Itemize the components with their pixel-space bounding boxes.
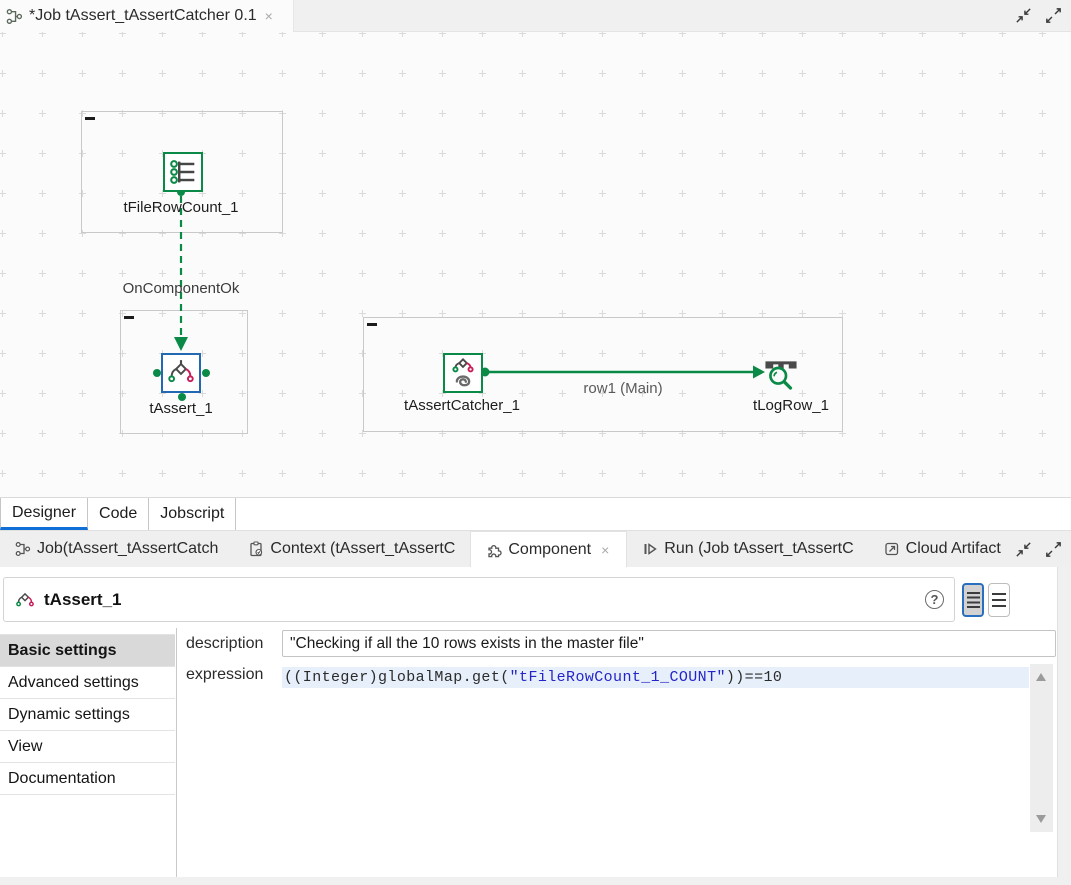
dense-lines-icon <box>966 592 980 608</box>
collapse-handle[interactable] <box>85 117 95 120</box>
tassertcatcher-icon <box>452 357 474 387</box>
component-panel-header: tAssert_1 ? <box>3 577 955 622</box>
editor-tab-job[interactable]: *Job tAssert_tAssertCatcher 0.1 × <box>0 0 294 32</box>
description-input[interactable] <box>282 630 1056 657</box>
tassert-icon <box>168 360 194 383</box>
settings-sections: Basic settings Advanced settings Dynamic… <box>0 634 175 795</box>
component-icon <box>488 544 502 557</box>
expression-scrollbar[interactable] <box>1030 664 1053 832</box>
panel-window-controls <box>1013 539 1063 559</box>
restore-icon[interactable] <box>1013 539 1033 559</box>
collapse-handle[interactable] <box>124 316 134 319</box>
tab-jobscript[interactable]: Jobscript <box>149 498 237 530</box>
node-tassert[interactable] <box>161 353 201 393</box>
code-string-literal: "tFileRowCount_1_COUNT" <box>509 669 726 686</box>
expression-editor[interactable]: ((Integer)globalMap.get("tFileRowCount_1… <box>282 662 1029 833</box>
node-tassertcatcher[interactable] <box>443 353 483 393</box>
section-documentation[interactable]: Documentation <box>0 763 175 795</box>
run-icon <box>644 543 657 555</box>
tab-job-view[interactable]: Job(tAssert_tAssertCatch <box>0 531 233 567</box>
maximize-icon[interactable] <box>1043 539 1063 559</box>
selection-rect-tassert <box>120 310 248 434</box>
layout-toggle-horizontal[interactable] <box>962 583 984 617</box>
panel-tabbar: Job(tAssert_tAssertCatch Context (tAsser… <box>0 531 1071 567</box>
connection-label-row1[interactable]: row1 (Main) <box>583 380 663 397</box>
tab-label: Designer <box>12 503 77 521</box>
tab-context-view[interactable]: Context (tAssert_tAssertC <box>233 531 470 567</box>
tab-code[interactable]: Code <box>88 498 150 530</box>
section-basic-settings[interactable]: Basic settings <box>0 635 175 667</box>
collapse-handle[interactable] <box>367 323 377 326</box>
close-icon[interactable]: × <box>264 8 273 24</box>
editor-tab-title: *Job tAssert_tAssertCatcher 0.1 <box>29 7 257 24</box>
tab-component-view[interactable]: Component × <box>470 531 628 567</box>
tfilerowcount-icon <box>170 160 195 184</box>
job-icon <box>15 541 31 557</box>
restore-icon[interactable] <box>1013 5 1033 25</box>
view-tabbar: Designer Code Jobscript <box>0 497 1071 531</box>
close-icon[interactable]: × <box>601 541 610 558</box>
code-suffix: ))==10 <box>725 669 783 686</box>
node-label[interactable]: tLogRow_1 <box>753 397 829 414</box>
node-label[interactable]: tAssert_1 <box>149 400 213 417</box>
scroll-down-icon[interactable] <box>1036 815 1046 823</box>
tab-designer[interactable]: Designer <box>0 498 89 530</box>
cloud-icon <box>885 542 898 556</box>
scroll-up-icon[interactable] <box>1036 673 1046 681</box>
component-properties-panel: tAssert_1 ? Basic settings Advanced sett… <box>0 567 1058 877</box>
connection-label-oncomponentok[interactable]: OnComponentOk <box>122 280 240 297</box>
canvas-grid <box>0 32 1071 497</box>
job-design-canvas[interactable]: tFileRowCount_1 OnComponentOk tAssert_1 … <box>0 32 1071 497</box>
code-prefix: ((Integer)globalMap.get( <box>284 669 510 686</box>
node-label[interactable]: tAssertCatcher_1 <box>404 397 520 414</box>
tab-label: Cloud Artifact <box>905 540 1001 557</box>
editor-window-controls <box>1013 5 1063 25</box>
section-dynamic-settings[interactable]: Dynamic settings <box>0 699 175 731</box>
node-label[interactable]: tFileRowCount_1 <box>123 199 239 216</box>
maximize-icon[interactable] <box>1043 5 1063 25</box>
node-tfilerowcount[interactable] <box>163 152 203 192</box>
tab-label: Context (tAssert_tAssertC <box>270 540 456 557</box>
tlogrow-icon <box>765 361 797 390</box>
tab-label: Component <box>508 540 592 558</box>
expression-current-line: ((Integer)globalMap.get("tFileRowCount_1… <box>282 667 1029 688</box>
tassert-icon <box>16 592 34 606</box>
job-icon <box>6 8 23 24</box>
section-view[interactable]: View <box>0 731 175 763</box>
help-icon[interactable]: ? <box>925 590 944 609</box>
description-label: description <box>186 635 264 652</box>
context-icon <box>250 541 263 557</box>
sidebar-divider[interactable] <box>176 628 177 877</box>
selection-rect-subjob <box>363 317 843 432</box>
expression-label: expression <box>186 666 264 683</box>
tab-label: Job(tAssert_tAssertCatch <box>37 540 219 557</box>
editor-tabbar: *Job tAssert_tAssertCatcher 0.1 × <box>0 0 1071 32</box>
tab-label: Run (Job tAssert_tAssertC <box>664 540 854 557</box>
tab-label: Jobscript <box>160 505 225 522</box>
layout-toggle-vertical[interactable] <box>988 583 1010 617</box>
expression-code: ((Integer)globalMap.get("tFileRowCount_1… <box>282 669 782 686</box>
tab-run-view[interactable]: Run (Job tAssert_tAssertC <box>627 531 868 567</box>
component-panel-title: tAssert_1 <box>44 589 122 609</box>
node-tlogrow[interactable] <box>761 353 801 393</box>
tab-cloud-artifact[interactable]: Cloud Artifact <box>869 531 1016 567</box>
sparse-lines-icon <box>992 593 1006 607</box>
section-advanced-settings[interactable]: Advanced settings <box>0 667 175 699</box>
tab-label: Code <box>99 505 138 522</box>
